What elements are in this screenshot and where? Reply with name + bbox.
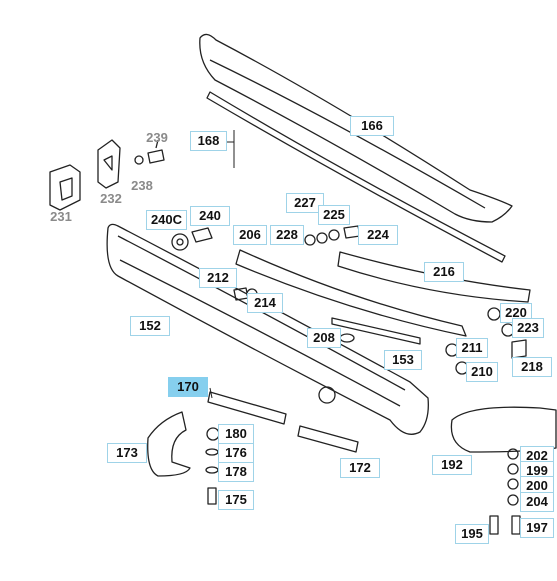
callout-214[interactable]: 214 xyxy=(247,293,283,313)
trim-216 xyxy=(337,251,531,303)
bolt-239 xyxy=(147,139,165,164)
callout-175[interactable]: 175 xyxy=(218,490,254,510)
callout-218[interactable]: 218 xyxy=(512,357,552,377)
callout-223[interactable]: 223 xyxy=(512,318,544,338)
washer-200 xyxy=(507,478,519,490)
bracket-232 xyxy=(97,139,121,189)
callout-231[interactable]: 231 xyxy=(50,209,72,224)
callout-166[interactable]: 166 xyxy=(350,116,394,136)
strip-153 xyxy=(331,317,421,345)
strip-172 xyxy=(297,425,359,453)
callout-227[interactable]: 227 xyxy=(286,193,324,213)
callout-178[interactable]: 178 xyxy=(218,462,254,482)
nut-220 xyxy=(487,307,501,321)
clip-208 xyxy=(339,333,355,343)
callout-192[interactable]: 192 xyxy=(432,455,472,475)
callout-173[interactable]: 173 xyxy=(107,443,147,463)
callout-232[interactable]: 232 xyxy=(100,191,122,206)
washer-204 xyxy=(507,494,519,506)
nut-228 xyxy=(304,234,316,246)
washer-178 xyxy=(205,466,219,474)
bolt-195 xyxy=(489,515,499,535)
callout-180[interactable]: 180 xyxy=(218,424,254,444)
washer-225 xyxy=(328,229,340,241)
trim-206 xyxy=(235,249,467,337)
callout-211[interactable]: 211 xyxy=(456,338,488,358)
bolt-240 xyxy=(191,227,213,243)
callout-204[interactable]: 204 xyxy=(520,492,554,512)
bumper-frame-152 xyxy=(106,223,429,435)
end-cap-173 xyxy=(147,411,191,477)
callout-195[interactable]: 195 xyxy=(455,524,489,544)
callout-200[interactable]: 200 xyxy=(520,476,554,496)
callout-240[interactable]: 240 xyxy=(190,206,230,226)
washer-227 xyxy=(316,232,328,244)
callout-206[interactable]: 206 xyxy=(233,225,267,245)
bracket-231 xyxy=(49,164,81,211)
callout-172[interactable]: 172 xyxy=(340,458,380,478)
bracket-218 xyxy=(511,339,527,359)
callout-197[interactable]: 197 xyxy=(520,518,554,538)
callout-228[interactable]: 228 xyxy=(270,225,304,245)
rubber-strip-168 xyxy=(206,91,506,263)
callout-212[interactable]: 212 xyxy=(199,268,237,288)
callout-240C[interactable]: 240C xyxy=(146,210,187,230)
bumper-upper-trim-166 xyxy=(199,33,513,223)
callout-176[interactable]: 176 xyxy=(218,443,254,463)
callout-168[interactable]: 168 xyxy=(190,131,227,151)
bolt-175 xyxy=(207,487,217,505)
callout-208[interactable]: 208 xyxy=(307,328,341,348)
strip-170 xyxy=(207,391,287,425)
washer-199 xyxy=(507,463,519,475)
callout-152[interactable]: 152 xyxy=(130,316,170,336)
callout-210[interactable]: 210 xyxy=(466,362,498,382)
nut-202 xyxy=(507,448,519,460)
callout-238[interactable]: 238 xyxy=(131,178,153,193)
washer-240C xyxy=(171,233,189,251)
callout-239[interactable]: 239 xyxy=(146,130,168,145)
washer-176 xyxy=(205,448,219,456)
washer-238 xyxy=(134,155,144,165)
callout-170-selected[interactable]: 170 xyxy=(168,377,208,397)
callout-153[interactable]: 153 xyxy=(384,350,422,370)
bolt-197 xyxy=(511,515,521,535)
callout-224[interactable]: 224 xyxy=(358,225,398,245)
callout-216[interactable]: 216 xyxy=(424,262,464,282)
callout-225[interactable]: 225 xyxy=(318,205,350,225)
